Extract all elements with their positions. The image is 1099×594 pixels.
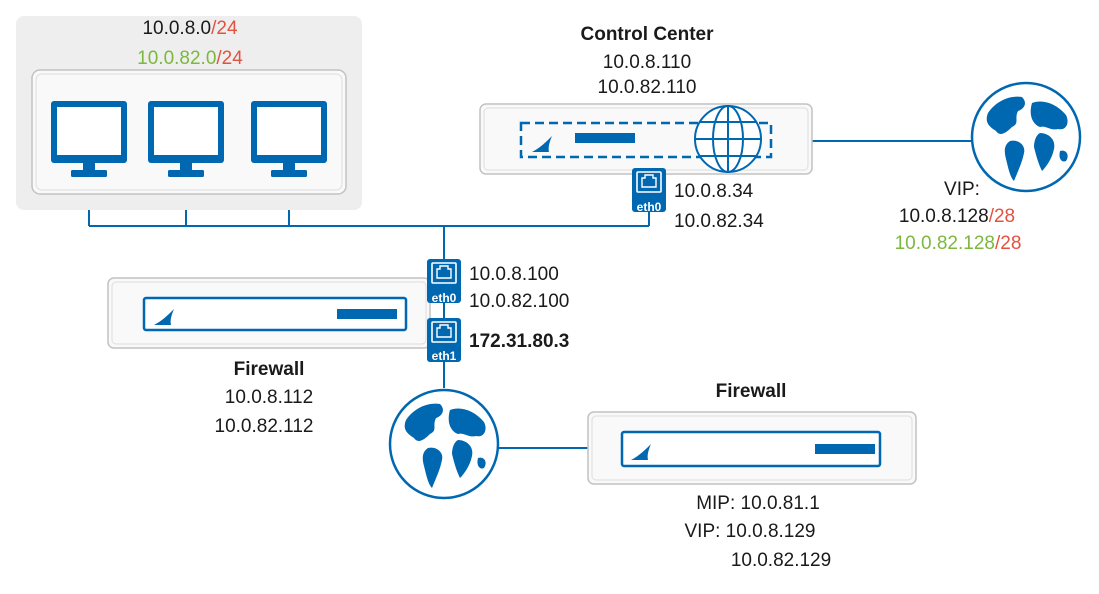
globe-icon — [388, 388, 500, 500]
fw-eth0-ip: 10.0.8.100 — [469, 264, 559, 285]
cc-eth0-ip: 10.0.8.34 — [674, 181, 754, 202]
svg-text:10.0.82.0/24: 10.0.82.0/24 — [137, 48, 243, 69]
firewall-right-mip: MIP: 10.0.81.1 — [696, 493, 820, 514]
control-center: Control Center 10.0.8.110 10.0.82.110 et… — [479, 24, 813, 232]
firewall-right: Firewall MIP: 10.0.81.1 VIP: 10.0.8.129 … — [587, 381, 917, 571]
firewall-left: Firewall 10.0.8.112 10.0.82.112 eth0 10.… — [107, 258, 569, 437]
control-center-ip: 10.0.8.110 — [603, 52, 691, 73]
cc-eth0-ip-alt: 10.0.82.34 — [674, 211, 764, 232]
subnet-secondary-mask: /24 — [216, 48, 243, 69]
fw-eth0-label: eth0 — [432, 291, 457, 305]
cc-vip-alt-mask: /28 — [995, 233, 1021, 254]
subnet-primary-mask: /24 — [211, 18, 238, 39]
globe-icon — [970, 81, 1082, 193]
wireframe-globe-icon — [694, 105, 762, 173]
fw-eth1-label: eth1 — [432, 349, 457, 363]
fw-eth0-ip-alt: 10.0.82.100 — [469, 291, 569, 312]
control-center-title: Control Center — [581, 24, 715, 45]
cc-vip-label: VIP: — [944, 179, 980, 200]
cc-vip-mask: /28 — [989, 206, 1015, 227]
svg-text:10.0.8.128/28: 10.0.8.128/28 — [899, 206, 1015, 227]
firewall-right-title: Firewall — [716, 381, 787, 402]
firewall-left-ip: 10.0.8.112 — [225, 387, 313, 408]
subnet-primary: 10.0.8.0 — [142, 18, 211, 39]
subnet-secondary: 10.0.82.0 — [137, 48, 216, 69]
fw-eth1-ip: 172.31.80.3 — [469, 331, 569, 352]
svg-text:10.0.82.128/28: 10.0.82.128/28 — [895, 233, 1022, 254]
cc-vip-ip: 10.0.8.128 — [899, 206, 989, 227]
firewall-left-ip-alt: 10.0.82.112 — [215, 416, 314, 437]
control-center-ip-alt: 10.0.82.110 — [598, 77, 697, 98]
client-subnet-panel: 10.0.8.0/24 10.0.82.0/24 — [16, 16, 362, 210]
cc-vip: VIP: 10.0.8.128/28 10.0.82.128/28 — [895, 179, 1022, 254]
cc-vip-ip-alt: 10.0.82.128 — [895, 233, 995, 254]
firewall-right-vip-alt: 10.0.82.129 — [731, 550, 831, 571]
svg-text:10.0.8.0/24: 10.0.8.0/24 — [142, 18, 238, 39]
cc-eth0-label: eth0 — [637, 200, 662, 214]
firewall-right-vip: VIP: 10.0.8.129 — [685, 521, 816, 542]
firewall-left-title: Firewall — [234, 359, 305, 380]
